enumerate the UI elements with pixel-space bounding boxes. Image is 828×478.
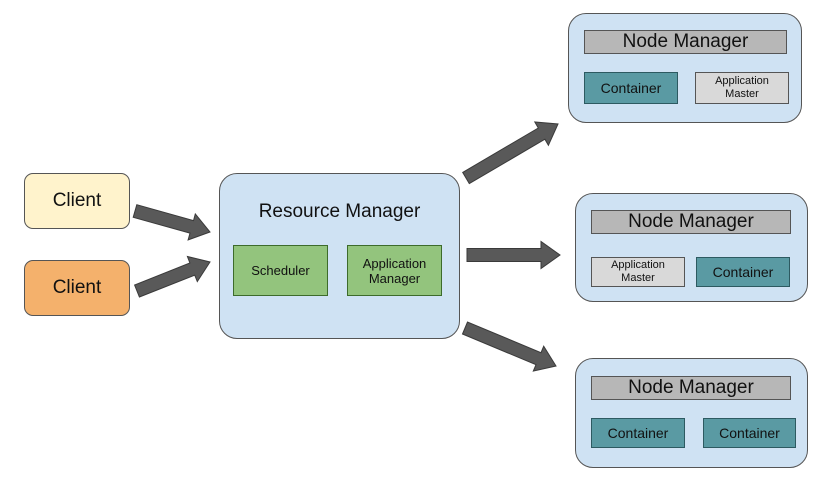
node-manager-title-1: Node Manager xyxy=(584,30,787,54)
node-manager-panel-3: Node Manager Container Container xyxy=(575,358,808,468)
client-box-1: Client xyxy=(24,173,130,229)
container-label-2b: Container xyxy=(712,264,774,280)
scheduler-label: Scheduler xyxy=(251,263,310,278)
application-master-box-2: Application Master xyxy=(591,257,685,287)
application-master-label-1: Application Master xyxy=(715,75,769,100)
arrow-rm-to-nm1 xyxy=(462,121,559,185)
resource-manager-title: Resource Manager xyxy=(258,201,421,222)
container-box-3a: Container xyxy=(591,418,685,448)
container-label-3a: Container xyxy=(607,425,669,441)
arrow-client2-to-rm xyxy=(133,255,211,298)
container-label-1a: Container xyxy=(600,80,662,96)
arrow-rm-to-nm2 xyxy=(466,240,561,270)
application-master-box-1: Application Master xyxy=(695,72,789,104)
node-manager-panel-1: Node Manager Container Application Maste… xyxy=(568,13,802,123)
client-label-2: Client xyxy=(52,277,102,298)
node-manager-panel-2: Node Manager Application Master Containe… xyxy=(575,193,808,302)
node-manager-title-2: Node Manager xyxy=(591,210,791,234)
client-box-2: Client xyxy=(24,260,130,316)
container-box-2b: Container xyxy=(696,257,790,287)
arrow-client1-to-rm xyxy=(132,204,211,241)
application-manager-box: Application Manager xyxy=(347,245,442,296)
container-box-3b: Container xyxy=(703,418,796,448)
arrow-rm-to-nm3 xyxy=(461,321,557,372)
resource-manager-panel: Resource Manager Scheduler Application M… xyxy=(219,173,460,339)
scheduler-box: Scheduler xyxy=(233,245,328,296)
application-master-label-2: Application Master xyxy=(611,259,665,284)
container-box-1a: Container xyxy=(584,72,678,104)
node-manager-title-3: Node Manager xyxy=(591,376,791,400)
application-manager-label: Application Manager xyxy=(362,255,427,286)
client-label-1: Client xyxy=(52,190,102,211)
container-label-3b: Container xyxy=(719,425,780,441)
